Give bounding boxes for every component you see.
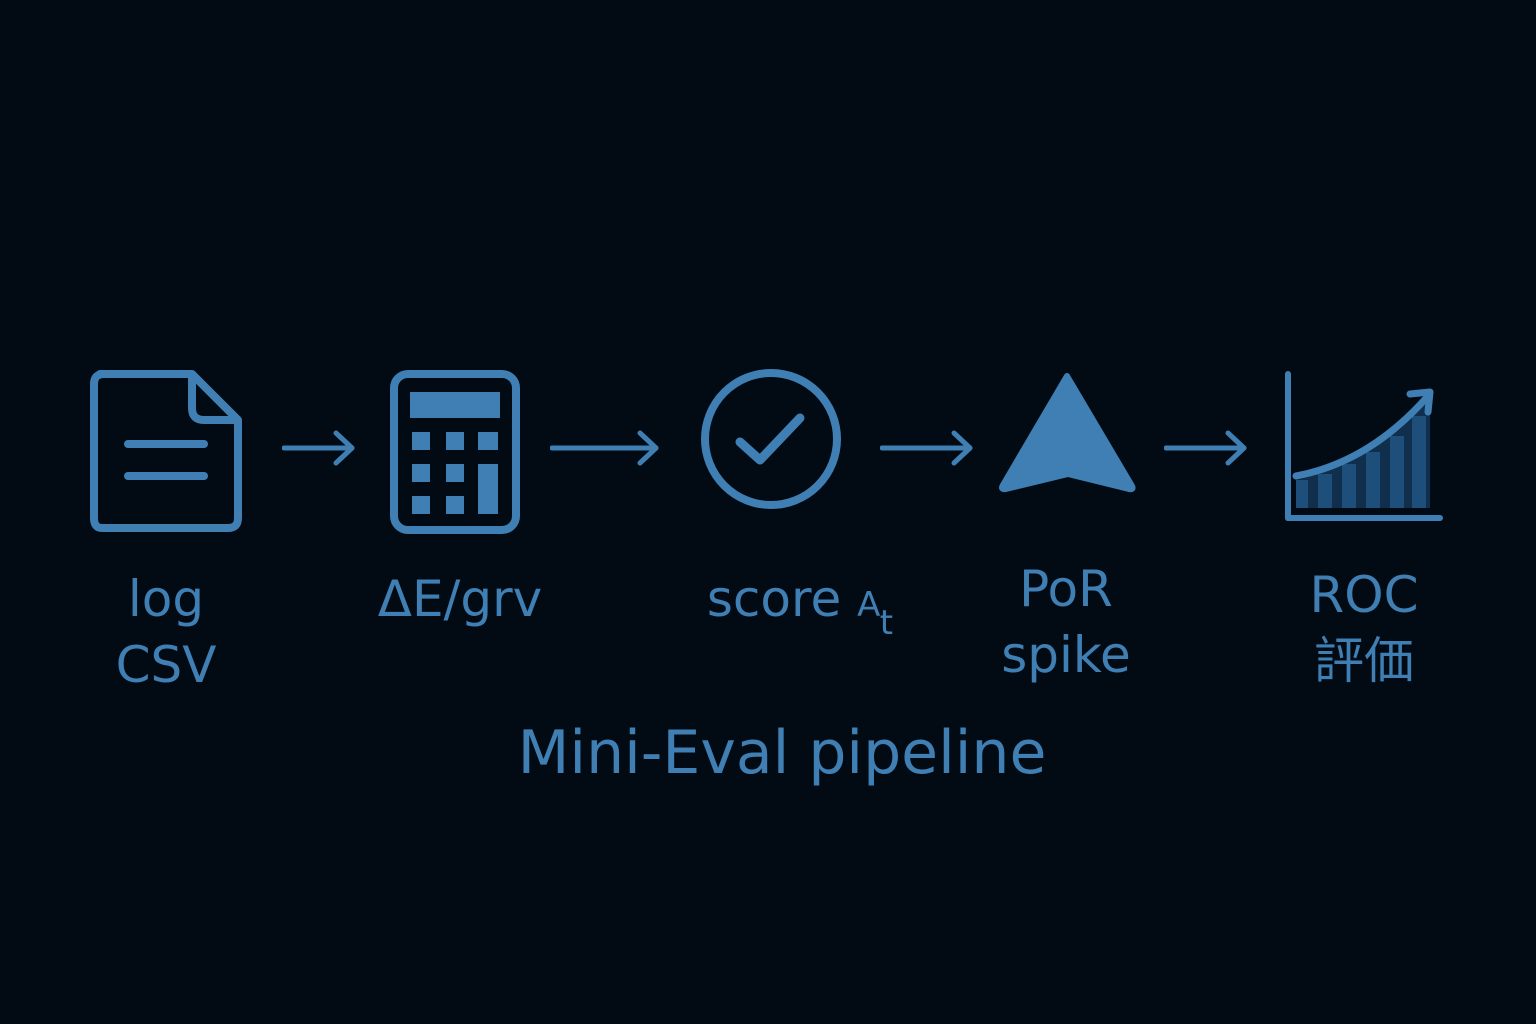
- check-circle-icon: [701, 369, 841, 509]
- step-label-line: PoR: [1019, 560, 1113, 618]
- step-label-line: CSV: [115, 636, 217, 694]
- arrow-right-icon: [880, 430, 973, 466]
- score-subscript: t: [879, 603, 894, 643]
- arrow-right-icon: [1164, 430, 1247, 466]
- score-symbol: A: [857, 585, 880, 625]
- arrow-right-icon: [282, 430, 355, 466]
- step-label-log-csv: log CSV: [66, 566, 266, 698]
- diagram-title: Mini-Eval pipeline: [517, 718, 1047, 788]
- score-text: score: [706, 570, 858, 628]
- step-label-por-spike: PoR spike: [966, 556, 1166, 688]
- step-label-line: log: [127, 570, 205, 628]
- calculator-icon: [390, 370, 520, 534]
- step-label-line: spike: [1001, 626, 1131, 684]
- arrow-right-icon: [550, 430, 659, 466]
- roc-chart-icon: [1285, 371, 1443, 521]
- step-label-line: score At: [660, 566, 940, 643]
- step-label-line: ROC: [1309, 566, 1419, 624]
- step-label-delta-e: ΔE/grv: [340, 566, 580, 632]
- step-label-score: score At: [660, 566, 940, 643]
- triangle-spike-icon: [999, 373, 1136, 493]
- document-icon: [90, 370, 242, 532]
- step-label-roc: ROC 評価: [1264, 562, 1464, 694]
- step-label-line: 評価: [1314, 632, 1414, 690]
- step-label-line: ΔE/grv: [377, 570, 543, 628]
